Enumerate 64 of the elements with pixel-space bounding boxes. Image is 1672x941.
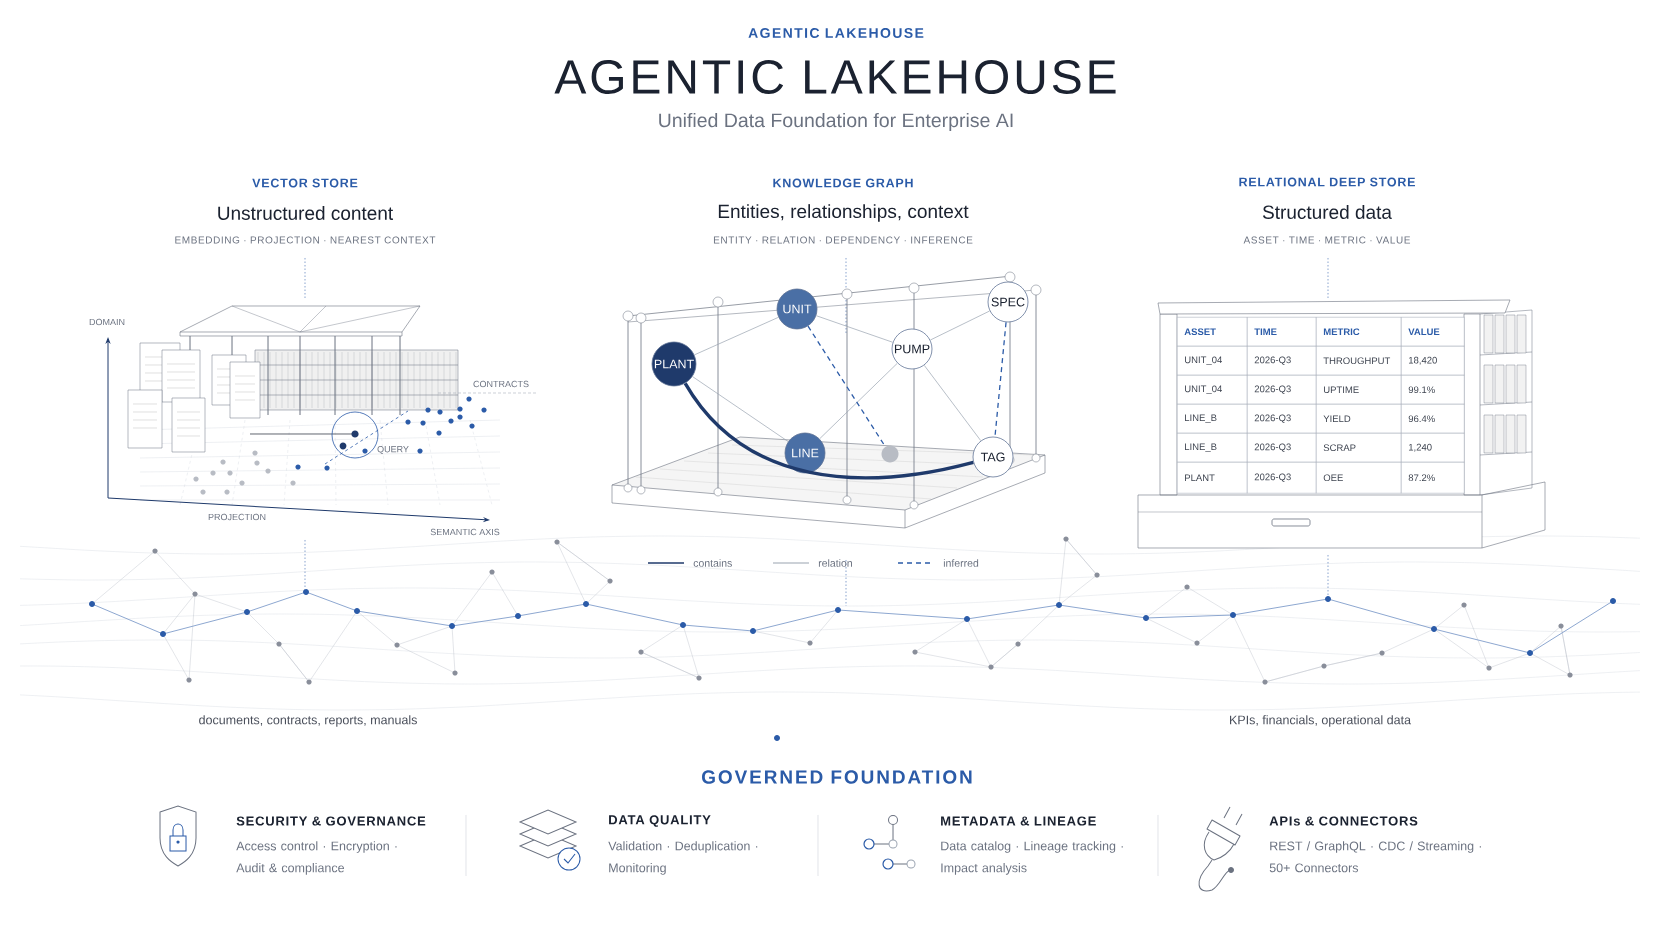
table-cell: LINE_B <box>1177 404 1248 434</box>
feature-heading: APIs & CONNECTORS <box>1269 816 1418 826</box>
axis-label: PROJECTION <box>208 513 266 521</box>
graph-edge <box>819 362 898 440</box>
graph-edge <box>692 376 789 442</box>
axis-label: DOMAIN <box>89 318 125 326</box>
section-subtitle: Entities, relationships, context <box>718 204 969 222</box>
table-cell: TIME <box>1247 317 1317 347</box>
keyword-list: EMBEDDING · PROJECTION · NEAREST CONTEXT <box>175 236 436 244</box>
section-subtitle: Structured data <box>1262 205 1392 219</box>
table-cell: LINE_B <box>1177 433 1248 463</box>
table-cell: UPTIME <box>1316 375 1402 405</box>
legend-item: relation <box>772 559 852 567</box>
table-cell: 87.2% <box>1401 462 1465 494</box>
graph-edge <box>930 310 991 341</box>
subtitle: Unified Data Foundation for Enterprise AI <box>659 112 1013 132</box>
table-cell: VALUE <box>1401 317 1465 347</box>
entity-circle <box>881 445 899 463</box>
table-cell: 2026-Q3 <box>1247 462 1317 494</box>
graph-edge <box>994 321 1007 438</box>
feature-description: REST / GraphQL · CDC / Streaming · 50+ Connectors <box>1269 841 1481 873</box>
graph-edge <box>923 364 982 442</box>
table-cell: 2026-Q3 <box>1247 375 1317 405</box>
feature-heading: SECURITY & GOVERNANCE <box>236 816 426 826</box>
table-cell: METRIC <box>1316 317 1402 347</box>
legend-item: contains <box>647 559 732 567</box>
table-cell: 18,420 <box>1401 346 1465 376</box>
table-cell: UNIT_04 <box>1177 346 1248 376</box>
table-cell: OEE <box>1316 462 1402 494</box>
table-cell: SCRAP <box>1316 433 1402 463</box>
section-subtitle: Unstructured content <box>218 206 394 220</box>
table-cell: 99.1% <box>1401 375 1465 405</box>
table-cell: THROUGHPUT <box>1316 346 1402 376</box>
axis-label: CONTRACTS <box>473 380 529 388</box>
keyword-list: ENTITY · RELATION · DEPENDENCY · INFERENCE <box>713 236 973 244</box>
table-cell: UNIT_04 <box>1177 375 1248 405</box>
table-cell: 2026-Q3 <box>1247 404 1317 434</box>
table-cell: 2026-Q3 <box>1247 433 1317 463</box>
section-heading: GOVERNED FOUNDATION <box>702 770 972 784</box>
feature-heading: METADATA & LINEAGE <box>941 816 1096 826</box>
feature-description: Data catalog · Lineage tracking · Impact analysis <box>941 841 1123 875</box>
caption-text: documents, contracts, reports, manuals <box>199 715 417 727</box>
keyword-list: ASSET · TIME · METRIC · VALUE <box>1243 236 1411 244</box>
title: AGENTIC LAKEHOUSE <box>554 60 1116 94</box>
graph-edge <box>694 316 779 356</box>
feature-description: Access control · Encryption · Audit & compliance <box>236 841 397 875</box>
table-cell: 2026-Q3 <box>1247 346 1317 376</box>
graph-edge <box>815 315 894 343</box>
graph-edge <box>683 382 974 480</box>
feature-heading: DATA QUALITY <box>609 815 711 827</box>
axis-label: QUERY <box>377 446 409 454</box>
caption-text: KPIs, financials, operational data <box>1230 715 1411 727</box>
section-heading: RELATIONAL DEEP STORE <box>1239 177 1415 187</box>
table-cell: ASSET <box>1177 317 1248 347</box>
table-cell: PLANT <box>1177 462 1248 494</box>
section-heading: KNOWLEDGE GRAPH <box>773 178 913 188</box>
table-cell: YIELD <box>1316 404 1402 434</box>
section-heading: VECTOR STORE <box>252 178 358 188</box>
table-cell: 96.4% <box>1401 404 1465 434</box>
table-cell: 1,240 <box>1401 433 1465 463</box>
header-text: AGENTIC LAKEHOUSE <box>748 28 924 38</box>
axis-label: SEMANTIC AXIS <box>430 528 500 536</box>
legend-item: inferred <box>897 559 979 567</box>
feature-description: Validation · Deduplication · Monitoring <box>608 841 758 875</box>
